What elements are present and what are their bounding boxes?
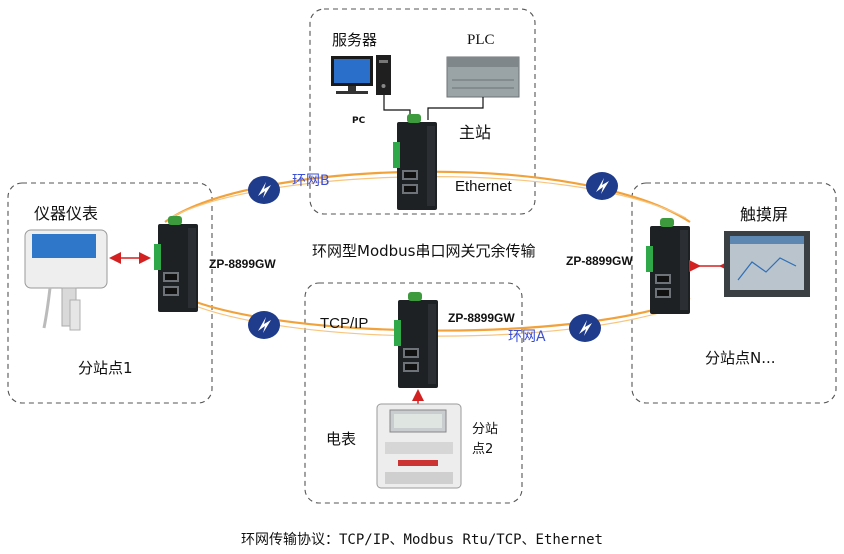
electric-meter-label: 电表 [326, 430, 356, 448]
plc-label: PLC [467, 32, 495, 48]
stationN-title: 触摸屏 [740, 205, 788, 224]
master-gateway-device [393, 114, 437, 210]
wireless-link-icon [586, 172, 618, 200]
station2-gateway-device [394, 292, 438, 388]
stationN-gateway-label: ZP-8899GW [566, 254, 633, 268]
plc-device-icon [446, 56, 520, 98]
footer-protocols: 环网传输协议：TCP/IP、Modbus Rtu/TCP、Ethernet [241, 532, 603, 548]
station2-label-line1: 分站 [472, 422, 498, 437]
wireless-link-icon [569, 314, 601, 342]
station1-gateway-label: ZP-8899GW [209, 257, 276, 271]
wireless-link-icon [248, 311, 280, 339]
ring-b-label: 环网B [292, 173, 330, 189]
master-station-box [309, 8, 536, 215]
server-label: 服务器 [332, 31, 377, 49]
station1-box [7, 182, 213, 404]
station1-title: 仪器仪表 [34, 204, 98, 223]
pc-label: PC [352, 116, 366, 126]
stationN-box [631, 182, 837, 404]
touch-screen-icon [724, 231, 810, 297]
station1-label: 分站点1 [78, 359, 133, 377]
wireless-link-icon [248, 176, 280, 204]
stationN-gateway-device [646, 218, 690, 314]
tcp-ip-label: TCP/IP [320, 315, 368, 332]
stationN-label: 分站点N... [705, 349, 776, 367]
station2-box [304, 282, 523, 504]
instrument-sensor-icon [24, 229, 108, 331]
ethernet-label: Ethernet [455, 178, 513, 195]
station1-gateway-device [154, 216, 198, 312]
diagram-title: 环网型Modbus串口网关冗余传输 [312, 242, 536, 260]
station2-label-line2: 点2 [472, 442, 493, 457]
electric-meter-icon [376, 403, 462, 489]
pc-monitor-icon [331, 56, 373, 94]
ring-a-label: 环网A [508, 329, 546, 345]
pc-tower-icon [376, 55, 391, 95]
master-station-label: 主站 [459, 123, 491, 142]
station2-gateway-label: ZP-8899GW [448, 311, 515, 325]
